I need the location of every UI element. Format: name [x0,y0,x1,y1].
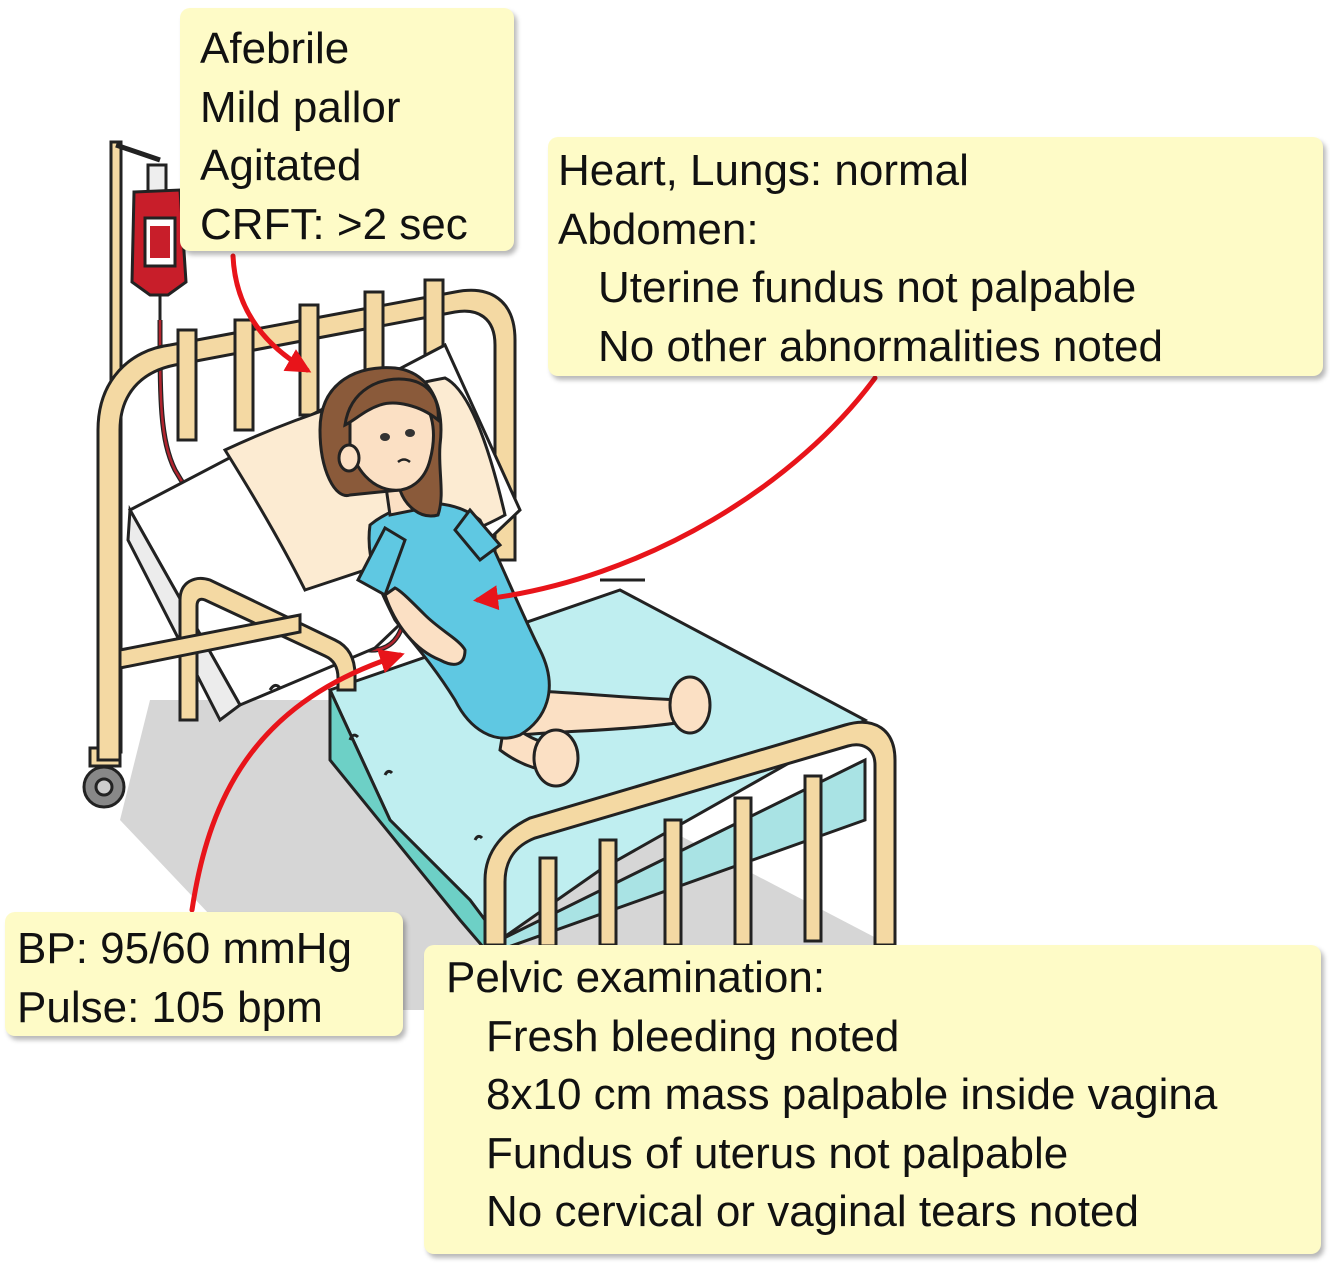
general-line-afebrile: Afebrile [200,24,350,73]
pelvic-item: 8x10 cm mass palpable inside vagina [486,1070,1218,1119]
pelvic-heading: Pelvic examination: [446,953,826,1002]
pelvic-item: Fresh bleeding noted [486,1011,900,1061]
uterine-fundus-line: Uterine fundus not palpable [598,263,1137,312]
general-findings-note: Afebrile Mild pallor Agitated CRFT: >2 s… [180,8,514,251]
pelvic-item: Fundus of uterus not palpable [486,1128,1069,1178]
side-rail [118,576,357,722]
heart-lungs-line: Heart, Lungs: normal [558,146,969,195]
abdomen-heading: Abdomen: [558,204,759,254]
arrow-vitals-to-arm [189,649,405,913]
general-line-crft: CRFT: >2 sec [200,199,468,249]
systemic-exam-note: Heart, Lungs: normal Abdomen: Uterine fu… [548,137,1323,376]
blood-bag-icon [130,163,188,320]
general-line-agitated: Agitated [200,141,362,190]
patient [318,366,712,788]
arrow-abdomen-to-patient [473,375,878,611]
pulse-line: Pulse: 105 bpm [17,982,323,1032]
vitals-note: BP: 95/60 mmHg Pulse: 105 bpm [5,912,403,1036]
sheet-folds [268,578,645,841]
general-line-pallor: Mild pallor [200,82,401,132]
no-abnormalities-line: No other abnormalities noted [598,321,1163,371]
blood-pressure-line: BP: 95/60 mmHg [17,924,353,973]
pelvic-exam-note: Pelvic examination: Fresh bleeding noted… [424,945,1321,1254]
pelvic-item: No cervical or vaginal tears noted [486,1187,1139,1236]
callout-arrows [189,253,878,913]
arrow-general-to-patient [230,253,312,373]
